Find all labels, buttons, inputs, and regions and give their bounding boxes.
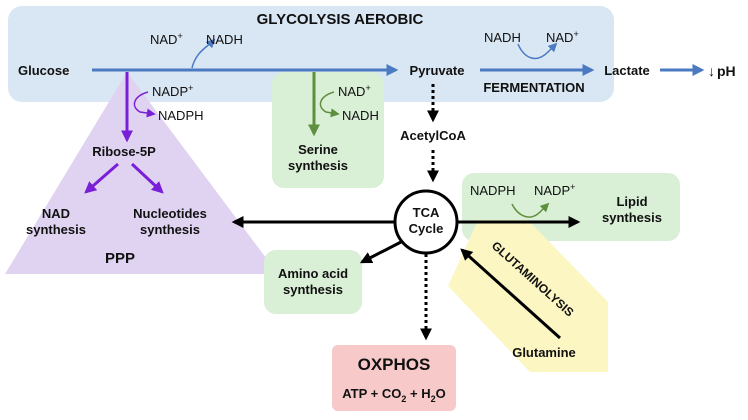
nad-nadh-curve-serine bbox=[319, 91, 340, 118]
glycolysis-title: GLYCOLYSIS AEROBIC bbox=[257, 11, 424, 28]
glutaminolysis-panel bbox=[448, 220, 608, 372]
oxphos-label: OXPHOS bbox=[358, 355, 431, 374]
nadp-nadph-curve-ppp bbox=[133, 91, 156, 118]
lactate-label: Lactate bbox=[604, 63, 650, 78]
nadh-label-fermentation: NADH bbox=[484, 30, 521, 45]
oxphos-panel bbox=[332, 345, 456, 411]
nadph-label-ppp: NADPH bbox=[158, 108, 204, 123]
ph-label: ↓pH bbox=[708, 63, 736, 79]
nad-label-fermentation: NAD+ bbox=[546, 29, 579, 45]
glucose-label: Glucose bbox=[18, 63, 69, 78]
ribose-to-nucleotides-arrow bbox=[130, 162, 164, 194]
pyruvate-label: Pyruvate bbox=[410, 63, 465, 78]
glutamine-label: Glutamine bbox=[512, 345, 576, 360]
oxphos-products-label: ATP + CO2 + H2O bbox=[342, 386, 446, 404]
amino-acid-panel bbox=[264, 250, 362, 314]
glycolysis-panel bbox=[8, 6, 614, 102]
nadp-label-lipid: NADP+ bbox=[534, 182, 575, 198]
nadp-label-ppp: NADP+ bbox=[152, 83, 193, 99]
ribose-to-nad-arrow bbox=[84, 162, 119, 194]
acetylcoa-label: AcetylCoA bbox=[400, 128, 466, 143]
ribose-label: Ribose-5P bbox=[92, 144, 156, 159]
nadh-nad-curve-fermentation bbox=[517, 42, 558, 60]
serine-panel bbox=[272, 72, 384, 188]
nad-label-glycolysis: NAD+ bbox=[150, 31, 183, 47]
nad-label-serine: NAD+ bbox=[338, 83, 371, 99]
tca-to-amino-acid-arrow bbox=[359, 240, 402, 264]
ppp-label: PPP bbox=[105, 250, 135, 267]
nadh-label-serine: NADH bbox=[342, 108, 379, 123]
nadh-label-glycolysis: NADH bbox=[206, 32, 243, 47]
nad-nadh-curve-glycolysis bbox=[191, 38, 216, 69]
fermentation-label: FERMENTATION bbox=[483, 80, 584, 95]
nadph-label-lipid: NADPH bbox=[470, 183, 516, 198]
glutamine-to-tca-arrow bbox=[460, 248, 562, 340]
tca-cycle-circle bbox=[393, 189, 459, 255]
nadph-nadp-curve-lipid bbox=[511, 202, 550, 218]
